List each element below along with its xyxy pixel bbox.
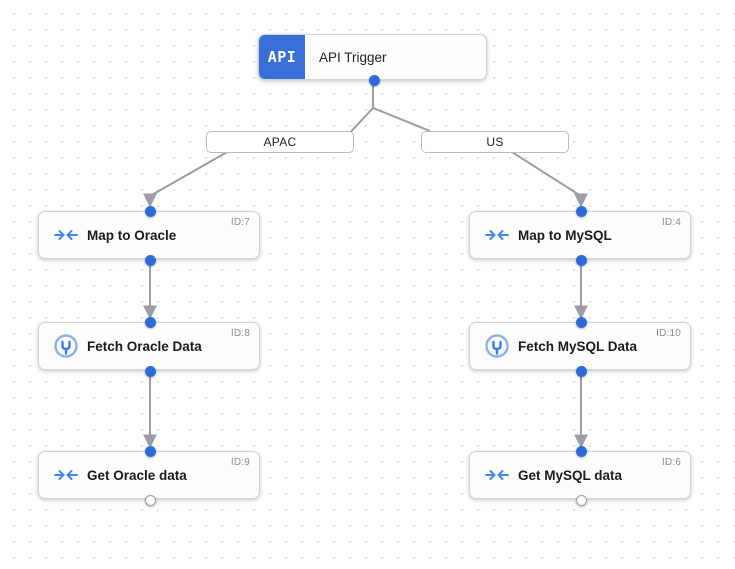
- input-port[interactable]: [576, 317, 587, 328]
- edge-us-to-map-mysql: [503, 146, 588, 208]
- node-fetch-mysql-data[interactable]: Fetch MySQL Data ID:10: [469, 317, 691, 377]
- node-title: Fetch Oracle Data: [87, 338, 202, 354]
- node-id-label: ID:6: [661, 457, 681, 468]
- input-port[interactable]: [145, 446, 156, 457]
- output-port[interactable]: [145, 366, 156, 377]
- node-map-to-oracle[interactable]: Map to Oracle ID:7: [38, 206, 260, 266]
- output-port[interactable]: [576, 255, 587, 266]
- output-port[interactable]: [576, 366, 587, 377]
- node-map-to-mysql[interactable]: Map to MySQL ID:4: [469, 206, 691, 266]
- node-get-mysql-data[interactable]: Get MySQL data ID:6: [469, 446, 691, 506]
- map-arrows-icon: [482, 460, 512, 490]
- input-port[interactable]: [576, 206, 587, 217]
- node-fetch-oracle-data[interactable]: Fetch Oracle Data ID:8: [38, 317, 260, 377]
- node-id-label: ID:7: [230, 217, 250, 228]
- map-arrows-icon: [482, 220, 512, 250]
- node-title: Map to MySQL: [518, 227, 612, 243]
- plug-circle-icon: [482, 331, 512, 361]
- output-port[interactable]: [145, 255, 156, 266]
- map-arrows-icon: [51, 460, 81, 490]
- node-title: Map to Oracle: [87, 227, 177, 243]
- node-api-trigger[interactable]: API API Trigger: [258, 34, 487, 86]
- node-title: Get Oracle data: [87, 467, 187, 483]
- branch-label-text: US: [486, 135, 504, 149]
- edge-apac-to-map-oracle: [143, 146, 237, 208]
- node-id-label: ID:9: [230, 457, 250, 468]
- input-port[interactable]: [145, 206, 156, 217]
- output-port-unconnected[interactable]: [145, 495, 156, 506]
- map-arrows-icon: [51, 220, 81, 250]
- node-id-label: ID:10: [656, 328, 681, 339]
- branch-label-apac[interactable]: APAC: [206, 131, 354, 153]
- node-id-label: ID:4: [661, 217, 681, 228]
- edge-trigger-to-us: [372, 107, 431, 132]
- api-icon: API: [259, 35, 305, 79]
- branch-label-text: APAC: [263, 135, 297, 149]
- output-port-unconnected[interactable]: [576, 495, 587, 506]
- node-title: Get MySQL data: [518, 467, 623, 483]
- input-port[interactable]: [576, 446, 587, 457]
- api-icon-label: API: [267, 48, 297, 66]
- node-title: API Trigger: [319, 49, 387, 65]
- node-id-label: ID:8: [230, 328, 250, 339]
- plug-circle-icon: [51, 331, 81, 361]
- node-title: Fetch MySQL Data: [518, 338, 638, 354]
- node-get-oracle-data[interactable]: Get Oracle data ID:9: [38, 446, 260, 506]
- output-port[interactable]: [369, 75, 380, 86]
- input-port[interactable]: [145, 317, 156, 328]
- branch-label-us[interactable]: US: [421, 131, 569, 153]
